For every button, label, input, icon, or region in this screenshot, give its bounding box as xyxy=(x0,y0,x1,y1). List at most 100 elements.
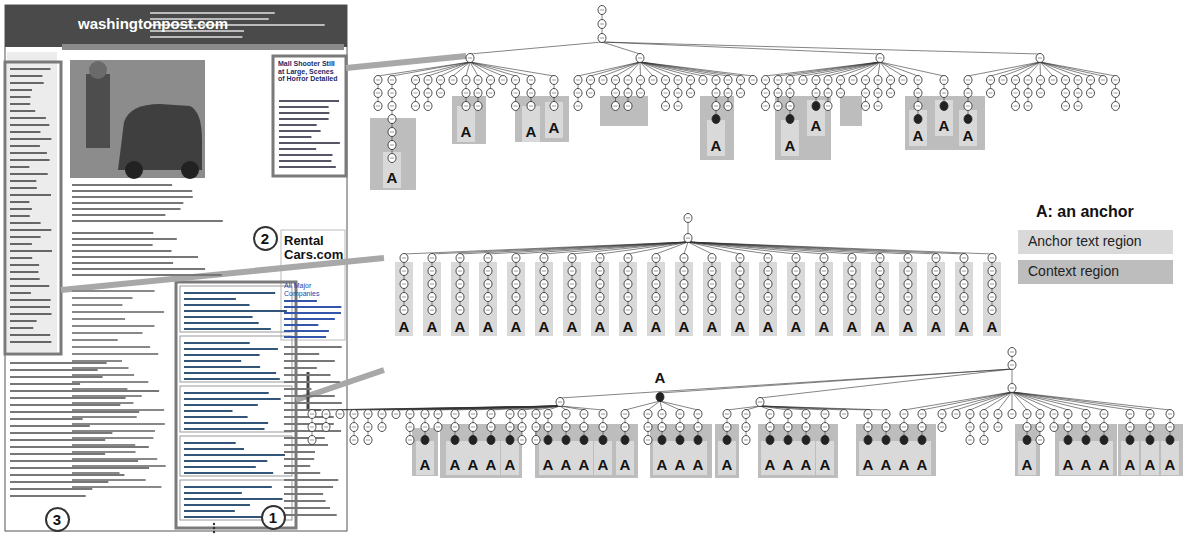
text-line xyxy=(279,154,333,156)
dom-node-tag xyxy=(600,24,604,25)
text-line xyxy=(279,112,329,114)
dom-node xyxy=(1064,436,1072,445)
tree-link xyxy=(1012,392,1040,410)
dom-node xyxy=(599,423,607,432)
dom-node xyxy=(621,423,629,432)
dom-node xyxy=(1064,410,1072,419)
text-line xyxy=(72,381,148,383)
dom-node xyxy=(876,254,884,263)
tree-link xyxy=(816,62,880,76)
text-line xyxy=(72,238,177,240)
dom-node-tag xyxy=(376,80,380,81)
legend-text: Anchor text region xyxy=(1028,234,1142,249)
dom-node xyxy=(820,267,828,276)
anchor-mark: A xyxy=(1145,457,1156,474)
text-line xyxy=(72,208,181,210)
dom-node xyxy=(506,436,514,445)
photo-head xyxy=(89,61,107,79)
dom-node-tag xyxy=(738,310,742,311)
text-line xyxy=(10,418,83,420)
dom-node xyxy=(848,280,856,289)
dom-node xyxy=(374,76,382,85)
dom-node-tag xyxy=(725,427,729,428)
dom-node-tag xyxy=(1014,106,1018,107)
anchor-text-region xyxy=(871,262,889,336)
text-line xyxy=(184,322,259,324)
dom-node-tag xyxy=(570,284,574,285)
anchor-text-region xyxy=(522,106,540,142)
tree-link xyxy=(746,406,760,410)
anchor-text-region xyxy=(446,441,464,475)
dom-node xyxy=(378,423,386,432)
dom-node xyxy=(940,89,948,98)
dom-node xyxy=(1112,76,1120,85)
tree-link xyxy=(488,242,688,254)
text-line xyxy=(72,184,172,186)
text-line xyxy=(184,504,250,506)
dom-node xyxy=(792,280,800,289)
dom-node-tag xyxy=(514,310,518,311)
dom-node-tag xyxy=(1064,93,1068,94)
dom-node xyxy=(424,76,432,85)
dom-node-tag xyxy=(390,80,394,81)
anchor-mark: A xyxy=(505,457,516,474)
anchor-text-region xyxy=(545,102,563,138)
dom-node xyxy=(674,102,682,111)
dom-node xyxy=(1050,410,1058,419)
anchor-mark: A xyxy=(623,319,634,336)
dom-node xyxy=(568,306,576,315)
dom-node-tag xyxy=(766,310,770,311)
leader-line xyxy=(61,258,384,290)
dom-node xyxy=(1024,76,1032,85)
dom-node xyxy=(532,436,540,445)
dom-node xyxy=(864,410,872,419)
dom-node xyxy=(784,423,792,432)
dom-node-tag xyxy=(850,258,854,259)
dom-node xyxy=(644,410,652,419)
dom-node xyxy=(904,280,912,289)
dom-node-tag xyxy=(408,414,412,415)
anchor-mark: A xyxy=(819,319,830,336)
text-line xyxy=(184,442,236,444)
dom-node-tag xyxy=(962,310,966,311)
section-box xyxy=(180,436,292,476)
dom-node xyxy=(487,423,495,432)
text-line xyxy=(72,430,155,432)
text-line xyxy=(10,369,98,371)
tree-link xyxy=(991,62,1041,76)
dom-node-tag xyxy=(1084,414,1088,415)
text-line xyxy=(72,268,205,270)
dom-node-tag xyxy=(738,271,742,272)
anchor-mark: A xyxy=(875,319,886,336)
tree-link xyxy=(1040,62,1091,76)
dom-node-tag xyxy=(458,258,462,259)
anchor-text-region xyxy=(675,262,693,336)
dom-node xyxy=(624,254,632,263)
dom-node-tag xyxy=(626,93,630,94)
dom-node-tag xyxy=(864,106,868,107)
text-line xyxy=(10,82,44,84)
dom-node-tag xyxy=(934,297,938,298)
dom-node-tag xyxy=(514,297,518,298)
dom-node xyxy=(987,76,995,85)
tree-link xyxy=(1012,392,1170,410)
dom-node xyxy=(848,306,856,315)
dom-node-tag xyxy=(676,93,680,94)
dom-node xyxy=(694,423,702,432)
dom-node-tag xyxy=(714,80,718,81)
text-line xyxy=(184,416,248,418)
text-line xyxy=(10,194,51,196)
anchor-mark: A xyxy=(598,457,609,474)
dom-node-tag xyxy=(701,80,705,81)
dom-node xyxy=(451,423,459,432)
text-line xyxy=(72,472,120,474)
dom-node-tag xyxy=(639,93,643,94)
tree-link xyxy=(591,62,641,76)
text-line xyxy=(10,215,30,217)
dom-node xyxy=(988,267,996,276)
dom-node-tag xyxy=(626,310,630,311)
dom-node xyxy=(596,280,604,289)
dom-node xyxy=(484,306,492,315)
dom-node xyxy=(1146,436,1154,445)
text-line xyxy=(284,346,342,348)
